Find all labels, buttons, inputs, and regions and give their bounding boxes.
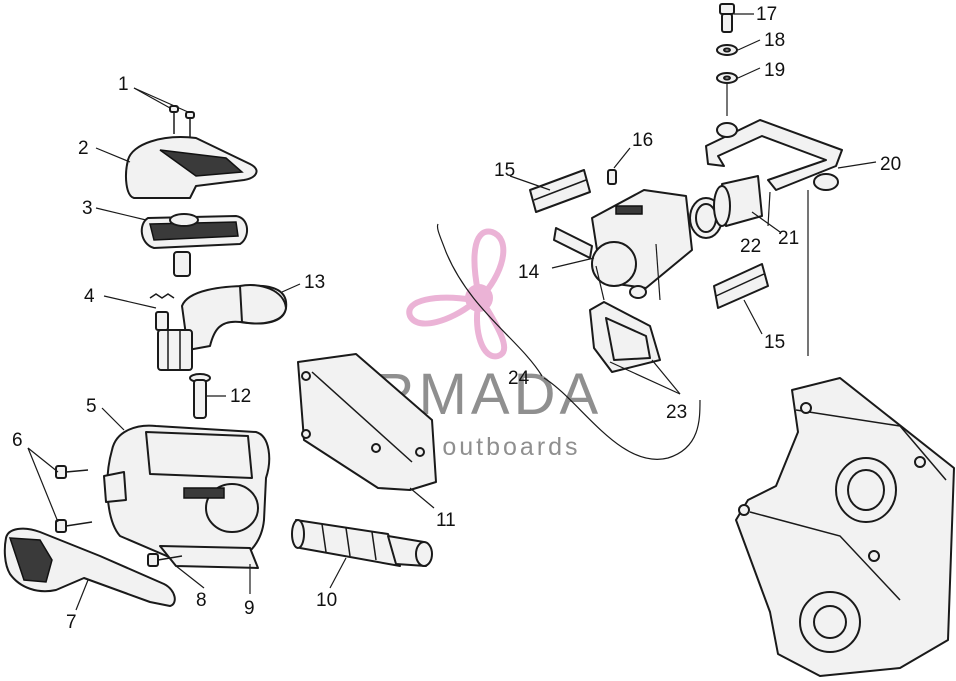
callout-6: 6	[12, 430, 23, 451]
switch-block-part	[297, 353, 437, 491]
pin-part	[189, 373, 211, 419]
piston-part	[689, 175, 763, 239]
callout-15-upper: 15	[494, 160, 515, 181]
screw-part	[147, 553, 183, 567]
callout-1: 1	[118, 74, 129, 95]
callout-23: 23	[666, 402, 687, 423]
callout-15-lower: 15	[764, 332, 785, 353]
top-cover-part	[125, 136, 258, 199]
bolt-washer-stack-part	[716, 3, 738, 116]
leader-lines	[27, 13, 877, 611]
callout-9: 9	[244, 598, 255, 619]
callout-20: 20	[880, 154, 901, 175]
caliper-body-part	[553, 189, 693, 299]
callout-16: 16	[632, 130, 653, 151]
callout-19: 19	[764, 60, 785, 81]
shaft-part	[173, 251, 191, 277]
callout-4: 4	[84, 286, 95, 307]
bleeder-valve-part	[607, 169, 617, 185]
throttle-lever-part	[181, 284, 288, 351]
callout-14: 14	[518, 262, 540, 283]
brake-pads-part	[589, 301, 661, 373]
callout-17: 17	[756, 4, 777, 25]
gasket-plate-part	[140, 213, 248, 249]
hinge-block-part	[157, 329, 193, 371]
callout-2: 2	[78, 138, 89, 159]
callout-8: 8	[196, 590, 207, 611]
callout-24: 24	[508, 368, 530, 389]
callout-18: 18	[764, 30, 785, 51]
spring-part	[149, 293, 175, 331]
callout-7: 7	[66, 612, 77, 633]
callout-labels: 1 2 3 4 5 6 7 8 9 10 11 12 13 14 15 15 1…	[12, 4, 901, 633]
engine-case-part	[735, 377, 955, 677]
grip-shaft-part	[291, 519, 433, 567]
callout-12: 12	[230, 386, 251, 407]
screws-part	[169, 105, 195, 138]
callout-10: 10	[316, 590, 337, 611]
callout-13: 13	[304, 272, 325, 293]
housing-part	[103, 424, 271, 569]
brake-lever-part	[3, 527, 176, 607]
callout-5: 5	[86, 396, 97, 417]
pad-spring-lower-part	[713, 263, 769, 309]
callout-21: 21	[778, 228, 799, 249]
pad-spring-upper-part	[529, 169, 591, 213]
caliper-bracket-part	[705, 119, 843, 191]
callout-22: 22	[740, 236, 761, 257]
propeller-logo-icon	[406, 228, 508, 360]
bolts-part	[55, 465, 93, 533]
callout-3: 3	[82, 198, 93, 219]
callout-11: 11	[436, 510, 456, 531]
